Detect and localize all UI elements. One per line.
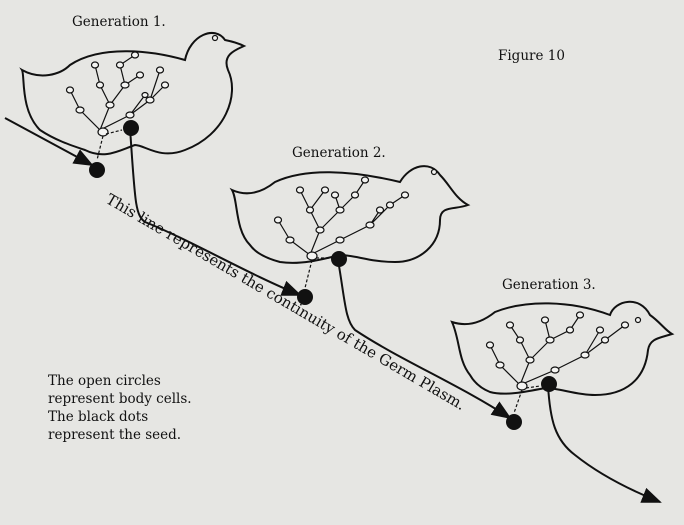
seed-dots xyxy=(89,120,557,430)
generation-2-label: Generation 2. xyxy=(292,145,386,161)
generation-1-label: Generation 1. xyxy=(72,14,166,30)
legend-line: represent body cells. xyxy=(48,391,192,407)
bird-generation-1 xyxy=(19,31,247,156)
legend-note: The open circles represent body cells. T… xyxy=(48,372,192,444)
legend-line: The open circles xyxy=(48,373,161,389)
bird-generation-3 xyxy=(450,300,675,397)
legend-line: represent the seed. xyxy=(48,427,182,443)
figure-label: Figure 10 xyxy=(498,48,565,64)
legend-line: The black dots xyxy=(48,409,149,425)
generation-3-label: Generation 3. xyxy=(502,277,596,293)
bird-generation-2 xyxy=(229,165,471,264)
